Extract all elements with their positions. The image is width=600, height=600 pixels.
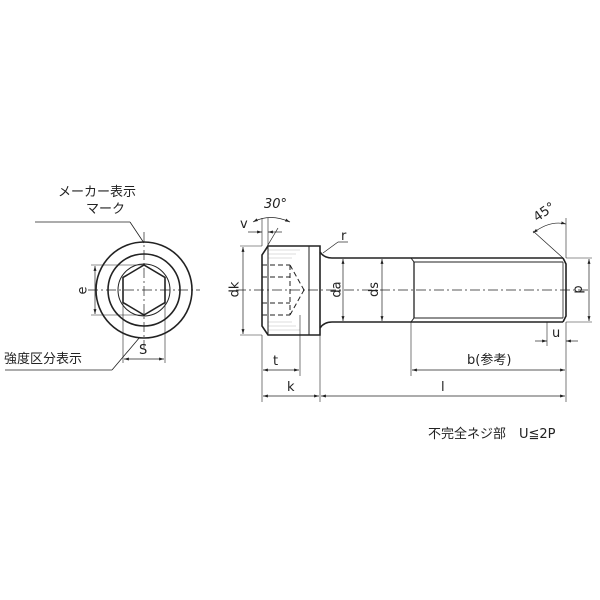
maker-mark-label-line2: マーク: [86, 202, 126, 217]
strength-class-label: 強度区分表示: [4, 352, 83, 367]
side-view: [236, 217, 592, 402]
dim-e-label: e: [75, 286, 91, 295]
end-view: [5, 221, 200, 371]
dim-dk-label: dk: [227, 281, 243, 298]
dim-u-label: u: [552, 326, 561, 341]
dim-d-label: d: [570, 285, 586, 294]
dim-t-label: t: [273, 354, 279, 369]
dim-l-label: l: [441, 380, 445, 395]
dim-s-label: S: [139, 343, 148, 358]
dim-b-label: b(参考): [467, 353, 512, 368]
maker-mark-label: メーカー表示: [58, 185, 137, 200]
dim-ds-label: ds: [367, 281, 383, 298]
head-angle-label: 30°: [264, 197, 288, 212]
dim-da-label: da: [329, 281, 345, 298]
incomplete-thread-note: 不完全ネジ部 U≦2P: [428, 427, 556, 442]
dim-r-label: r: [341, 229, 347, 244]
dim-k-label: k: [287, 380, 295, 395]
dim-v-label: v: [240, 217, 248, 232]
